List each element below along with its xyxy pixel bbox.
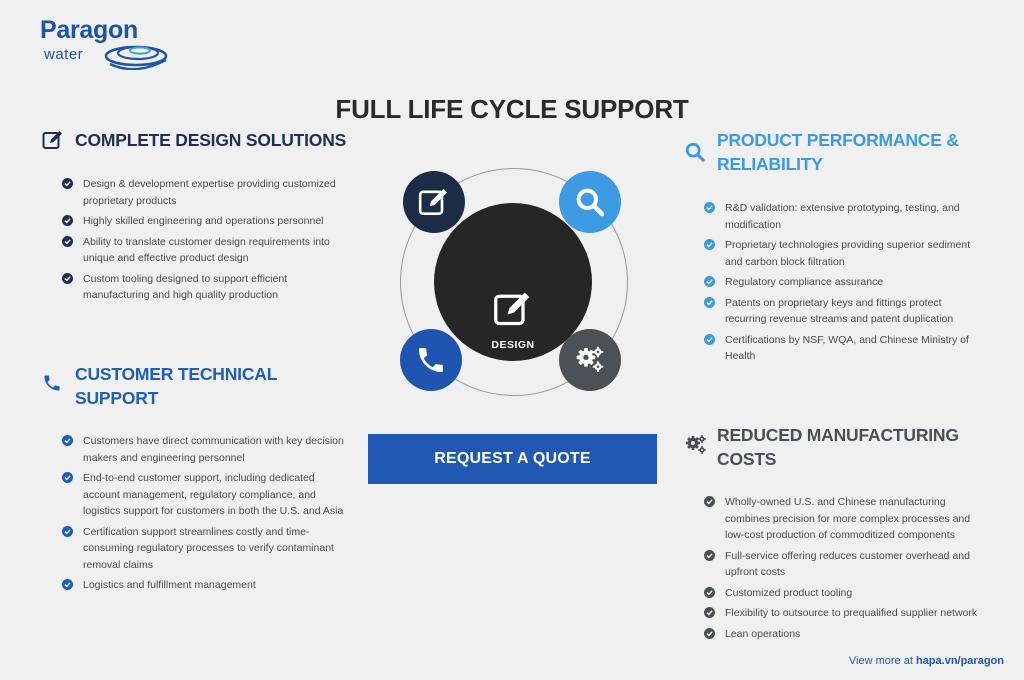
phone-icon <box>419 348 443 372</box>
list-item: Patents on proprietary keys and fittings… <box>704 295 984 328</box>
check-circle-icon <box>704 549 715 561</box>
section-title: COMPLETE DESIGN SOLUTIONS <box>75 130 347 150</box>
check-circle-icon <box>704 627 715 639</box>
search-icon <box>685 142 705 162</box>
edit-icon <box>494 292 530 326</box>
list-item: Design & development expertise providing… <box>62 176 347 209</box>
diagram-ring <box>400 168 628 396</box>
list-item: R&D validation: extensive prototyping, t… <box>704 200 984 233</box>
list-item: Customized product tooling <box>704 585 984 602</box>
check-circle-icon <box>704 496 715 507</box>
list-item: Customers have direct communication with… <box>62 433 347 466</box>
check-circle-icon <box>62 472 73 483</box>
check-circle-icon <box>62 435 73 446</box>
design-list: Design & development expertise providing… <box>62 176 347 308</box>
check-circle-icon <box>62 525 73 537</box>
paragon-logo[interactable]: Paragon water <box>40 16 180 72</box>
water-ripple-icon <box>104 45 168 70</box>
logo-brand: Paragon <box>40 16 138 44</box>
check-circle-icon <box>62 235 73 247</box>
support-list: Customers have direct communication with… <box>62 433 347 598</box>
list-item: Lean operations <box>704 626 984 643</box>
node-manufacturing[interactable] <box>559 329 621 391</box>
diagram-center-label: DESIGN <box>491 339 535 351</box>
page-title: FULL LIFE CYCLE SUPPORT <box>335 94 689 124</box>
request-quote-button[interactable]: REQUEST A QUOTE <box>368 434 657 484</box>
section-design: COMPLETE DESIGN SOLUTIONS <box>42 128 362 152</box>
section-costs: REDUCED MANUFACTURING COSTS <box>684 423 964 471</box>
check-circle-icon <box>704 333 715 345</box>
list-item: Custom tooling designed to support effic… <box>62 271 347 304</box>
list-item: Proprietary technologies providing super… <box>704 237 984 270</box>
check-circle-icon <box>704 202 715 213</box>
costs-list: Wholly-owned U.S. and Chinese manufactur… <box>704 494 984 646</box>
check-circle-icon <box>62 579 73 590</box>
list-item: Certifications by NSF, WQA, and Chinese … <box>704 332 984 365</box>
list-item: Wholly-owned U.S. and Chinese manufactur… <box>704 494 984 544</box>
section-performance: PRODUCT PERFORMANCE & RELIABILITY <box>684 128 964 176</box>
check-circle-icon <box>62 178 73 189</box>
gears-icon <box>686 435 706 454</box>
check-circle-icon <box>704 586 715 598</box>
logo-sub: water <box>44 46 84 63</box>
check-circle-icon <box>62 215 73 226</box>
node-design[interactable] <box>403 171 465 233</box>
edit-icon <box>42 131 62 149</box>
phone-icon <box>44 375 60 391</box>
section-support: CUSTOMER TECHNICAL SUPPORT <box>42 362 302 410</box>
section-title: CUSTOMER TECHNICAL SUPPORT <box>75 364 277 408</box>
section-title: PRODUCT PERFORMANCE & RELIABILITY <box>717 130 959 174</box>
node-performance[interactable] <box>559 171 621 233</box>
check-circle-icon <box>704 296 715 308</box>
section-title: REDUCED MANUFACTURING COSTS <box>717 425 959 469</box>
footer-link[interactable]: hapa.vn/paragon <box>915 655 1004 667</box>
node-support[interactable] <box>400 329 462 391</box>
edit-icon <box>418 188 448 215</box>
footer-prefix: View more at <box>848 655 913 667</box>
list-item: Full-service offering reduces customer o… <box>704 548 984 581</box>
gears-icon <box>576 346 604 372</box>
diagram-core[interactable]: DESIGN <box>434 203 592 361</box>
performance-list: R&D validation: extensive prototyping, t… <box>704 200 984 369</box>
check-circle-icon <box>704 276 715 287</box>
list-item: Highly skilled engineering and operation… <box>62 213 347 230</box>
list-item: Logistics and fulfillment management <box>62 577 347 594</box>
list-item: Ability to translate customer design req… <box>62 234 347 267</box>
list-item: Flexibility to outsource to prequalified… <box>704 605 984 622</box>
list-item: Certification support streamlines costly… <box>62 524 347 574</box>
check-circle-icon <box>704 239 715 250</box>
list-item: Regulatory compliance assurance <box>704 274 984 291</box>
check-circle-icon <box>62 272 73 284</box>
lifecycle-diagram: DESIGN <box>398 168 630 398</box>
footer: View more at hapa.vn/paragon <box>849 655 1004 667</box>
list-item: End-to-end customer support, including d… <box>62 470 347 520</box>
check-circle-icon <box>704 607 715 618</box>
search-icon <box>576 188 605 217</box>
